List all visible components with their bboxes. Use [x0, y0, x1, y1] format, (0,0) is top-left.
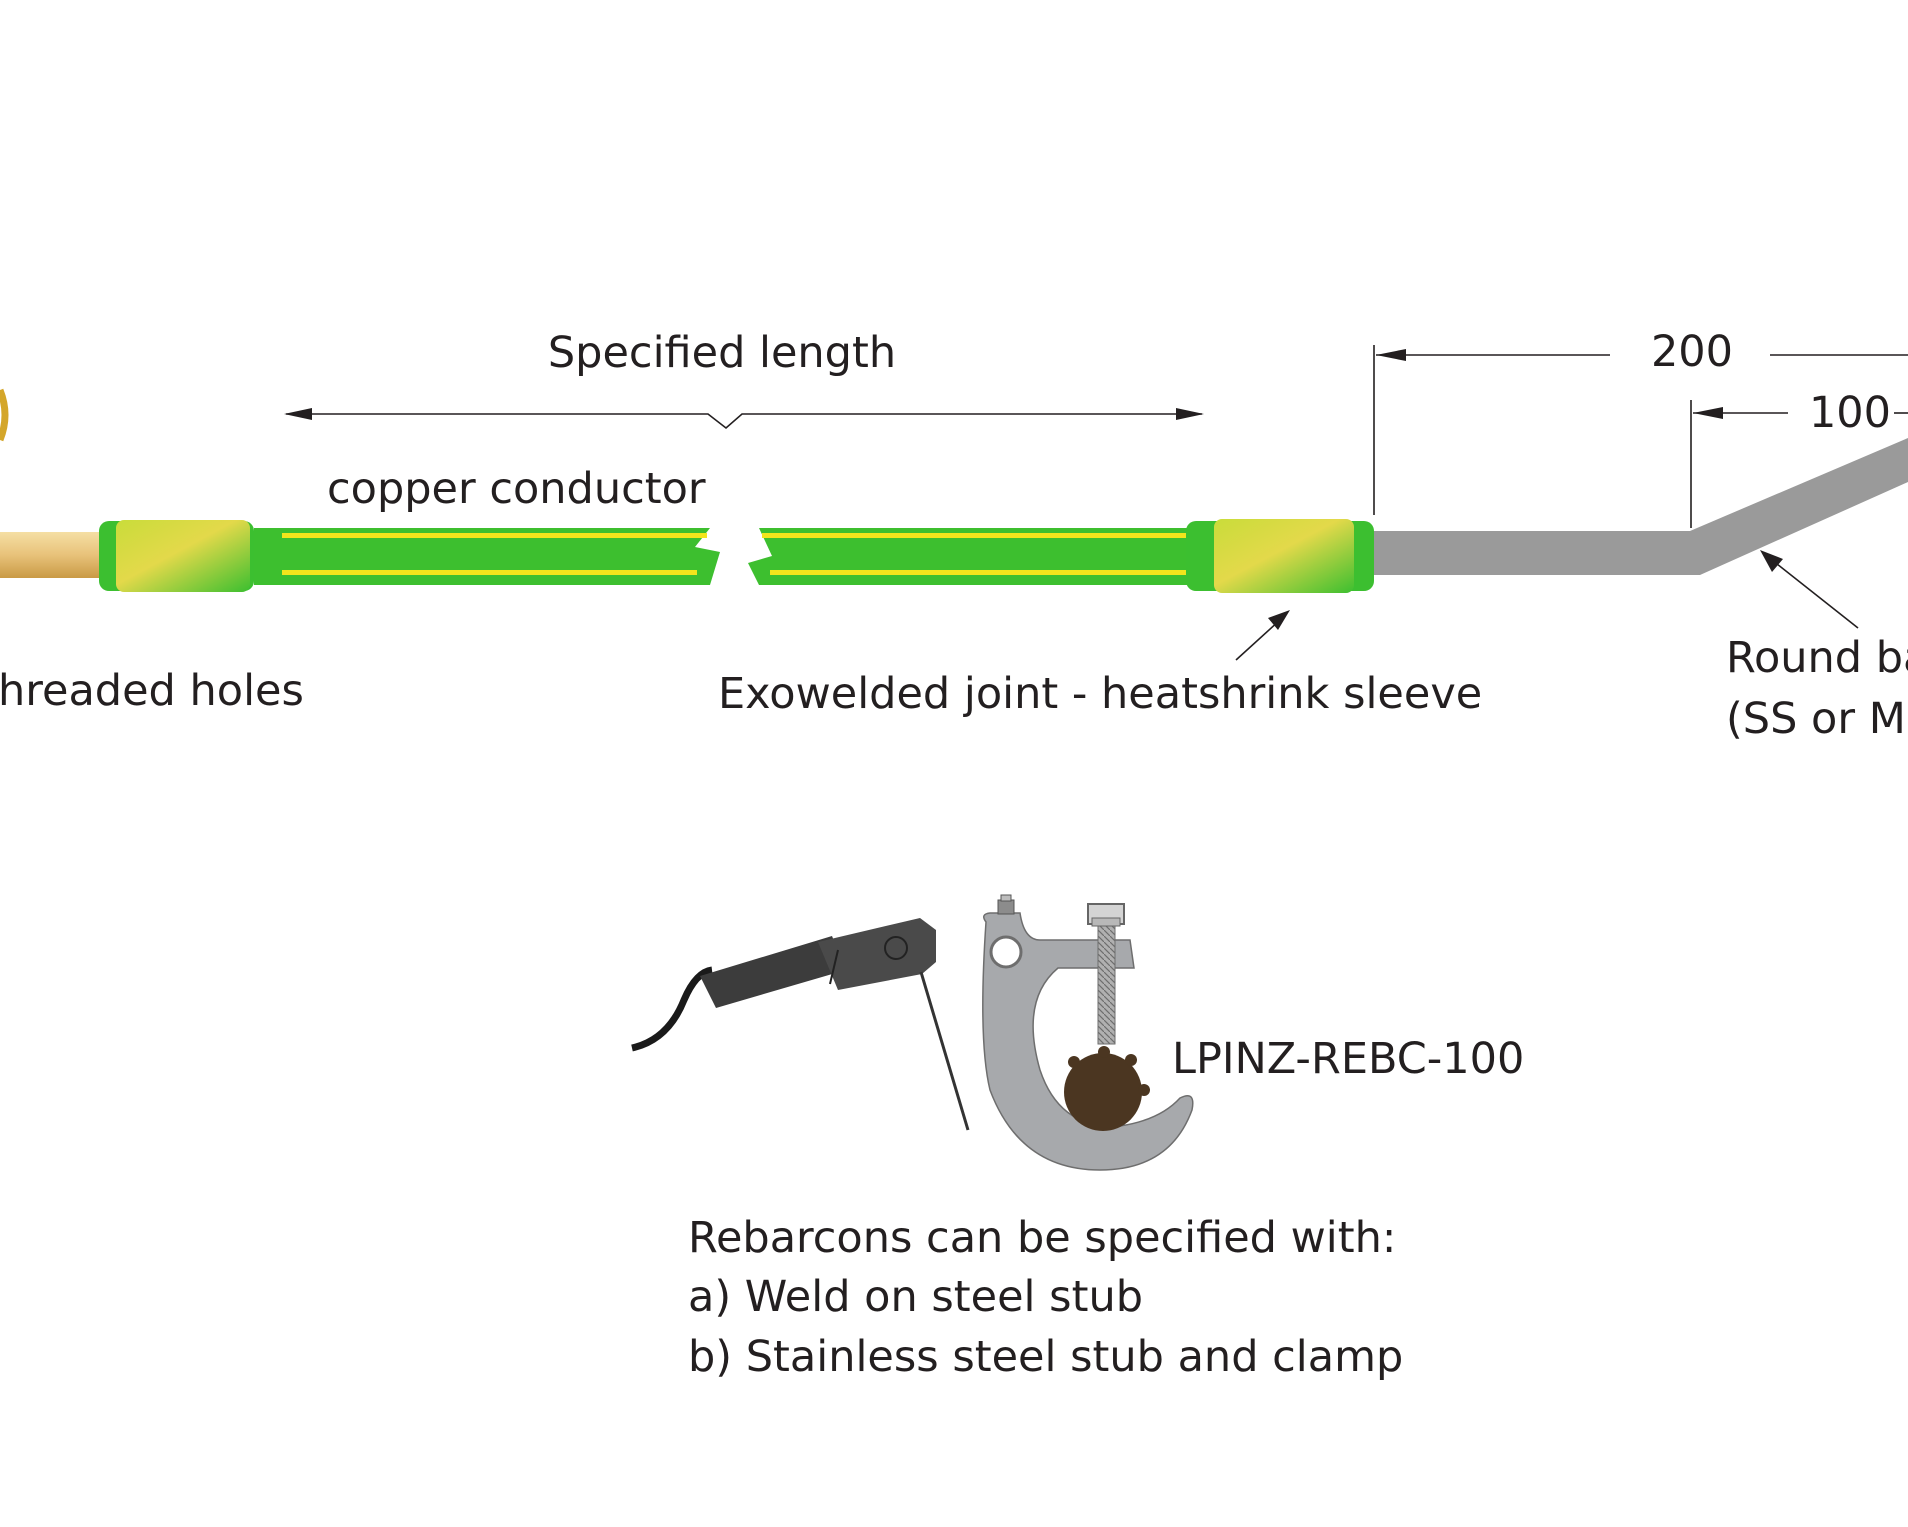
round-bar-leader-arrow [1760, 550, 1859, 629]
conductor-segment-right [748, 528, 1190, 585]
dim-200-label: 200 [1651, 327, 1733, 377]
exowelded-joint-sleeve [1186, 519, 1374, 593]
note-line-3: b) Stainless steel stub and clamp [688, 1332, 1403, 1382]
dim-100-label: 100 [1809, 388, 1891, 438]
exowelded-joint-label: Exowelded joint - heatshrink sleeve [718, 669, 1482, 719]
dim-100-dimension [1690, 400, 1908, 528]
rebar-icon [1064, 1046, 1150, 1131]
copper-conductor-label: copper conductor [327, 464, 706, 514]
round-bar-label-line2: (SS or Mi [1726, 694, 1908, 744]
round-bar [1374, 438, 1908, 575]
exowelded-leader-arrow [1235, 610, 1290, 661]
lug-icon [0, 388, 104, 578]
left-heatshrink-sleeve [99, 520, 254, 592]
threaded-holes-label: hreaded holes [0, 666, 304, 716]
welding-torch-icon [631, 918, 970, 1131]
specified-length-dimension [284, 408, 1204, 430]
dim-200-dimension [1373, 345, 1908, 515]
round-bar-label-line1: Round ba [1726, 633, 1908, 683]
part-number-label: LPINZ-REBC-100 [1172, 1034, 1524, 1084]
specified-length-label: Specified length [548, 328, 896, 378]
note-line-1: Rebarcons can be specified with: [688, 1213, 1396, 1263]
note-line-2: a) Weld on steel stub [688, 1272, 1143, 1322]
rebar-clamp-icon [982, 894, 1194, 1171]
conductor-segment-left [254, 528, 720, 585]
